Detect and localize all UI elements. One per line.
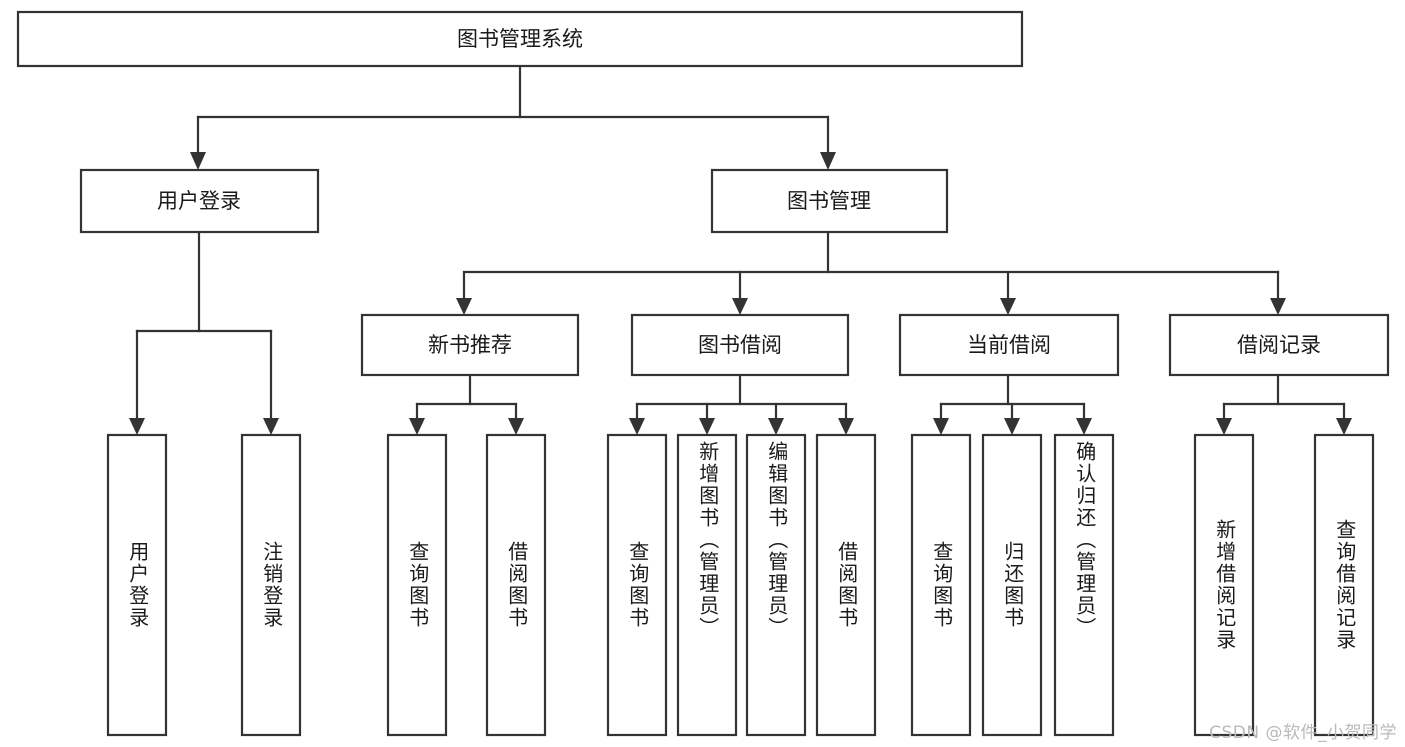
leaf-box-current-borrow-1[interactable] — [981, 433, 1043, 737]
leaf-boxes-borrow-record — [1193, 433, 1375, 737]
node-current-borrow-box[interactable] — [898, 313, 1120, 377]
leaf-box-current-borrow-0[interactable] — [910, 433, 972, 737]
leaf-box-book-borrow-1[interactable] — [676, 433, 738, 737]
arrow-head-currentborrow-leaf-2 — [1076, 418, 1092, 435]
arrow-head-current-borrow — [1000, 298, 1016, 315]
leaf-boxes-current-borrow — [910, 433, 1115, 737]
node-borrow-record-label: 借阅记录 — [1237, 333, 1321, 357]
arrow-head-new-book — [456, 298, 472, 315]
leaf-box-book-borrow-2[interactable] — [745, 433, 807, 737]
leaf-box-book-borrow-0[interactable] — [606, 433, 668, 737]
leaf-box-current-borrow-2[interactable] — [1053, 433, 1115, 737]
arrow-head-bookborrow-leaf-0 — [629, 418, 645, 435]
arrow-head-currentborrow-leaf-0 — [933, 418, 949, 435]
node-current-borrow-label: 当前借阅 — [967, 333, 1051, 357]
node-root[interactable]: 图书管理系统 — [16, 10, 1024, 68]
node-book-management-label: 图书管理 — [787, 189, 871, 213]
leaf-box-user-login-1[interactable] — [240, 433, 302, 737]
connector-userlogin-to-leaves — [129, 230, 279, 435]
node-book-management[interactable]: 图书管理 — [710, 168, 949, 234]
node-book-borrow[interactable]: 图书借阅 — [630, 313, 850, 377]
arrow-head-bookborrow-leaf-2 — [768, 418, 784, 435]
node-new-book-recommend-label: 新书推荐 — [428, 333, 512, 357]
arrow-head-userlogin-leaf-1 — [263, 418, 279, 435]
leaf-boxes-user-login — [106, 433, 302, 737]
node-book-borrow-label: 图书借阅 — [698, 333, 782, 357]
arrow-head-currentborrow-leaf-1 — [1004, 418, 1020, 435]
arrow-head-borrowrecord-leaf-0 — [1216, 418, 1232, 435]
connector-newbook-to-leaves — [409, 373, 524, 435]
node-book-borrow-box[interactable] — [630, 313, 850, 377]
arrow-head-bookborrow-leaf-1 — [699, 418, 715, 435]
node-current-borrow[interactable]: 当前借阅 — [898, 313, 1120, 377]
arrow-head-userlogin-leaf-0 — [129, 418, 145, 435]
node-new-book-recommend-box[interactable] — [360, 313, 580, 377]
arrow-head-user-login — [190, 152, 206, 170]
arrow-head-book-mgmt — [820, 152, 836, 170]
leaf-box-user-login-0[interactable] — [106, 433, 168, 737]
node-user-login-label: 用户登录 — [157, 189, 241, 213]
arrow-head-borrowrecord-leaf-1 — [1336, 418, 1352, 435]
node-borrow-record[interactable]: 借阅记录 — [1168, 313, 1390, 377]
arrow-head-book-borrow — [732, 298, 748, 315]
leaf-boxes-book-borrow — [606, 433, 877, 737]
node-user-login[interactable]: 用户登录 — [79, 168, 320, 234]
leaf-box-borrow-record-0[interactable] — [1193, 433, 1255, 737]
csdn-watermark: CSDN @软件_小贺同学 — [1209, 723, 1397, 743]
arrow-head-newbook-leaf-1 — [508, 418, 524, 435]
node-borrow-record-box[interactable] — [1168, 313, 1390, 377]
leaf-box-new-book-1[interactable] — [485, 433, 547, 737]
arrow-head-newbook-leaf-0 — [409, 418, 425, 435]
connector-bookmgmt-to-level3 — [456, 230, 1286, 315]
connector-bookborrow-to-leaves — [629, 373, 854, 435]
node-root-label: 图书管理系统 — [457, 27, 583, 51]
arrow-head-bookborrow-leaf-3 — [838, 418, 854, 435]
leaf-box-book-borrow-3[interactable] — [815, 433, 877, 737]
arrow-head-borrow-record — [1270, 298, 1286, 315]
node-book-management-box[interactable] — [710, 168, 949, 234]
connector-root-to-level2 — [190, 64, 836, 170]
node-root-box[interactable] — [16, 10, 1024, 68]
node-user-login-box[interactable] — [79, 168, 320, 234]
connector-borrowrecord-to-leaves — [1216, 373, 1352, 435]
node-new-book-recommend[interactable]: 新书推荐 — [360, 313, 580, 377]
leaf-boxes-new-book-recommend — [386, 433, 547, 737]
leaf-box-new-book-0[interactable] — [386, 433, 448, 737]
connector-currentborrow-to-leaves — [933, 373, 1092, 435]
leaf-box-borrow-record-1[interactable] — [1313, 433, 1375, 737]
